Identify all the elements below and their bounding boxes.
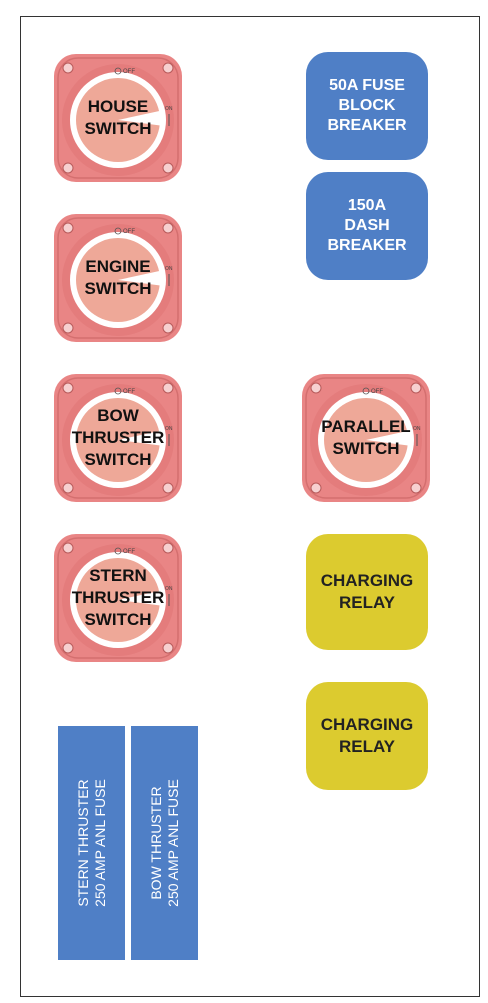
- dash-breaker[interactable]: 150A DASH BREAKER: [306, 172, 428, 280]
- stern-thruster-fuse-label: STERN THRUSTER 250 AMP ANL FUSE: [74, 779, 108, 907]
- off-marking: OFF: [123, 549, 135, 555]
- engine-switch[interactable]: OFF ON ENGINE SWITCH: [52, 212, 184, 344]
- bow-thruster-switch[interactable]: OFF ON BOW THRUSTER SWITCH: [52, 372, 184, 504]
- house-switch-label: HOUSE SWITCH: [84, 97, 152, 138]
- on-marking: ON: [165, 426, 173, 432]
- bow-thruster-fuse-label: BOW THRUSTER 250 AMP ANL FUSE: [147, 779, 181, 907]
- stern-thruster-switch-label: STERN THRUSTER SWITCH: [71, 566, 165, 629]
- on-marking: ON: [165, 106, 173, 112]
- on-marking: ON: [413, 426, 421, 432]
- stern-thruster-fuse[interactable]: STERN THRUSTER 250 AMP ANL FUSE: [58, 726, 125, 960]
- parallel-switch-label: PARALLEL SWITCH: [321, 417, 411, 458]
- battery-switch-icon: OFF ON: [54, 374, 182, 502]
- battery-switch-icon: OFF ON: [302, 374, 430, 502]
- off-marking: OFF: [123, 69, 135, 75]
- on-marking: ON: [165, 586, 173, 592]
- parallel-switch[interactable]: OFF ON PARALLEL SWITCH: [300, 372, 432, 504]
- off-marking: OFF: [123, 389, 135, 395]
- battery-switch-icon: OFF ON: [54, 214, 182, 342]
- battery-switch-icon: OFF ON: [54, 534, 182, 662]
- fuse-block-breaker[interactable]: 50A FUSE BLOCK BREAKER: [306, 52, 428, 160]
- off-marking: OFF: [371, 389, 383, 395]
- house-switch[interactable]: OFF ON HOUSE SWITCH: [52, 52, 184, 184]
- stern-thruster-switch[interactable]: OFF ON STERN THRUSTER SWITCH: [52, 532, 184, 664]
- off-marking: OFF: [123, 229, 135, 235]
- bow-thruster-fuse[interactable]: BOW THRUSTER 250 AMP ANL FUSE: [131, 726, 198, 960]
- battery-switch-icon: OFF ON: [54, 54, 182, 182]
- charging-relay-1[interactable]: CHARGING RELAY: [306, 534, 428, 650]
- bow-thruster-switch-label: BOW THRUSTER SWITCH: [71, 406, 165, 469]
- charging-relay-2[interactable]: CHARGING RELAY: [306, 682, 428, 790]
- engine-switch-label: ENGINE SWITCH: [84, 257, 152, 298]
- on-marking: ON: [165, 266, 173, 272]
